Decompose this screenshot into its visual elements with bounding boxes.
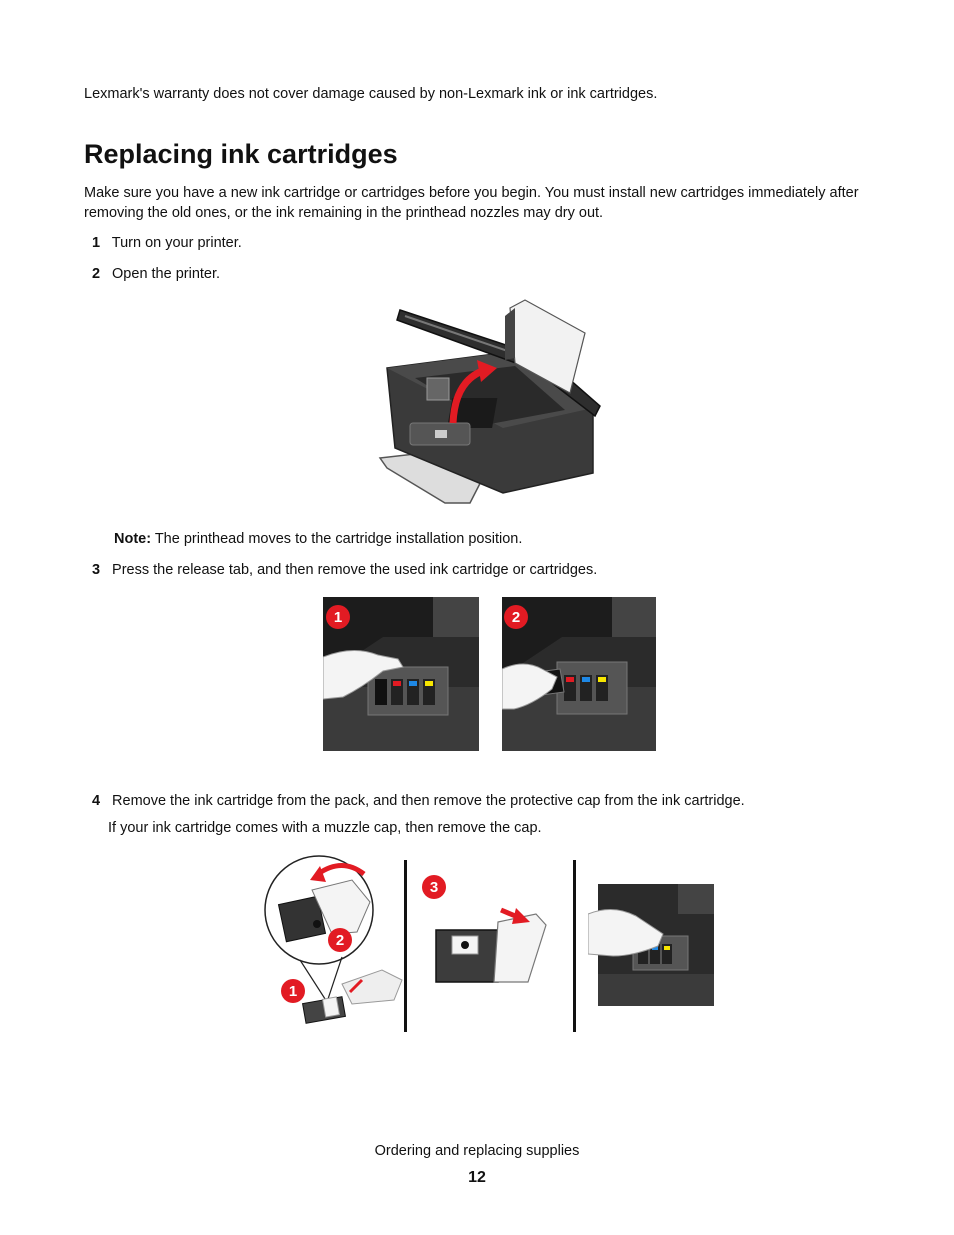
step-number: 2 [91, 266, 101, 282]
page-title: Replacing ink cartridges [84, 139, 398, 169]
release-tab-photo-1: 1 [323, 597, 479, 751]
svg-text:1: 1 [289, 983, 297, 1000]
svg-text:2: 2 [336, 932, 344, 949]
warranty-note: Lexmark's warranty does not cover damage… [84, 86, 658, 102]
svg-text:2: 2 [512, 609, 520, 626]
step-4: 4 Remove the ink cartridge from the pack… [84, 791, 745, 811]
remove-cap-illustration: 3 [422, 875, 547, 983]
note-text: The printhead moves to the cartridge ins… [151, 531, 523, 547]
callout-badge-2: 2 [328, 928, 352, 952]
step-3: 3 Press the release tab, and then remove… [84, 560, 597, 580]
svg-text:1: 1 [334, 609, 342, 626]
step-4-subtext: If your ink cartridge comes with a muzzl… [108, 820, 542, 836]
cartridge-pack-illustration: 1 2 [264, 855, 403, 1024]
divider [573, 860, 576, 1032]
step-2: 2 Open the printer. [84, 264, 220, 284]
divider [404, 860, 407, 1032]
release-tab-photo-2: 2 [502, 597, 656, 751]
intro-paragraph: Make sure you have a new ink cartridge o… [84, 185, 859, 221]
callout-badge-2: 2 [504, 605, 528, 629]
step-number: 3 [91, 562, 101, 578]
callout-badge-3: 3 [422, 875, 446, 899]
step-text: Press the release tab, and then remove t… [112, 562, 598, 578]
step-number: 1 [91, 235, 101, 251]
step-number: 4 [91, 793, 101, 809]
printer-open-illustration [378, 299, 601, 504]
callout-badge-1: 1 [281, 979, 305, 1003]
step-text: Remove the ink cartridge from the pack, … [112, 793, 745, 809]
step-text: Open the printer. [112, 266, 221, 282]
step-text: Turn on your printer. [111, 235, 242, 251]
page-number: 12 [468, 1169, 486, 1186]
insert-cartridge-photo [588, 884, 714, 1006]
note-label: Note: [114, 531, 152, 547]
svg-text:3: 3 [430, 879, 438, 896]
note: Note: The printhead moves to the cartrid… [114, 529, 522, 549]
callout-badge-1: 1 [326, 605, 350, 629]
footer-section-title: Ordering and replacing supplies [374, 1143, 580, 1159]
step-1: 1 Turn on your printer. [84, 233, 242, 253]
